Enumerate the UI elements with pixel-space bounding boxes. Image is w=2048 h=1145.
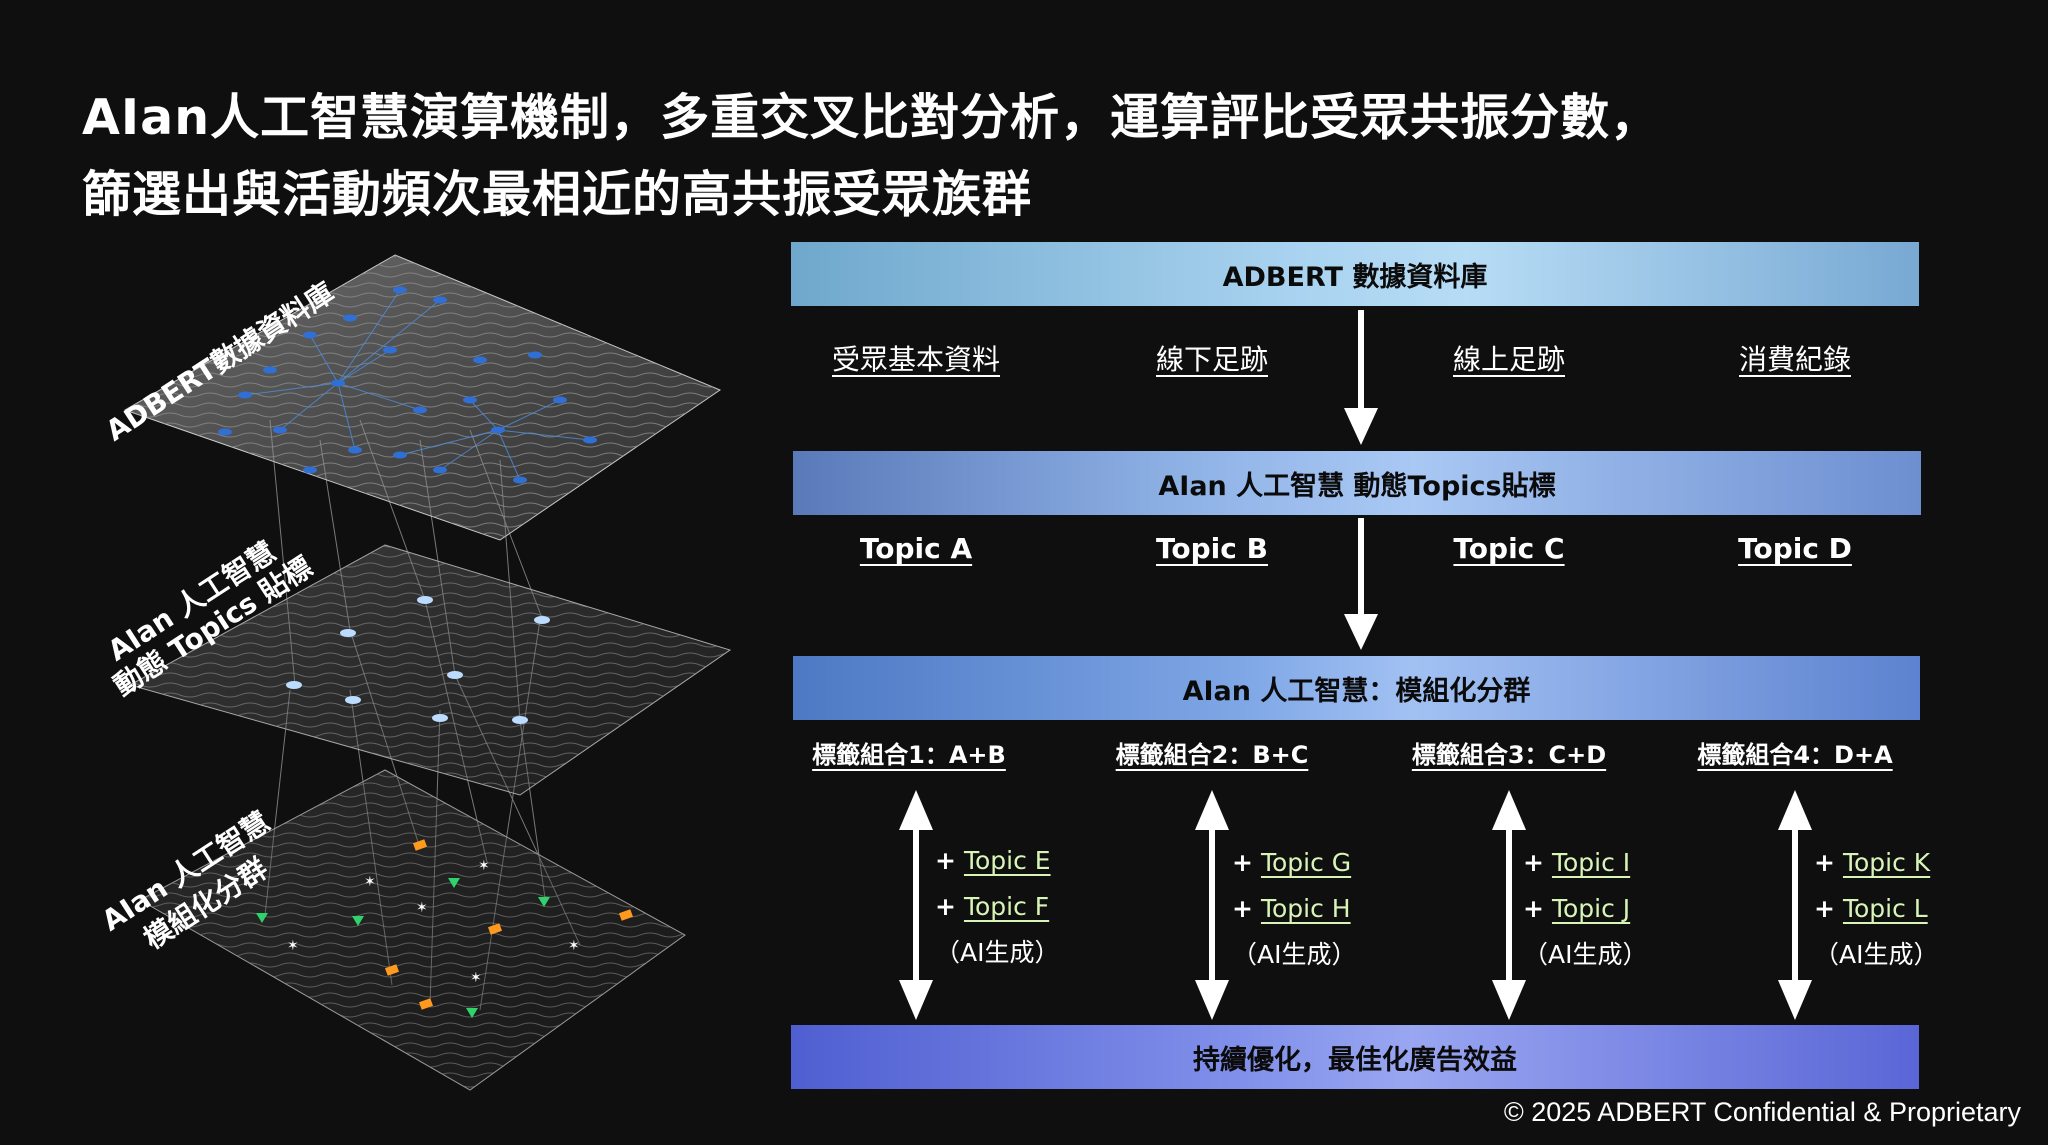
svg-text:✶: ✶	[287, 938, 299, 954]
plus-sign: +	[1523, 894, 1544, 923]
optimization-band: 持續優化，最佳化廣告效益	[791, 1025, 1919, 1089]
ai-generated-note: （AI生成）	[935, 938, 1060, 967]
combo-1-generated-topics: +Topic E +Topic F （AI生成）	[935, 838, 1059, 976]
plus-sign: +	[935, 846, 956, 875]
plus-sign: +	[1232, 894, 1253, 923]
topic-k-label: Topic K	[1842, 848, 1931, 877]
plus-sign: +	[1523, 848, 1544, 877]
combo-4-generated-topics: +Topic K +Topic L （AI生成）	[1814, 840, 1938, 978]
topics-tagging-band: AIan 人工智慧 動態Topics貼標	[793, 451, 1921, 515]
bidirectional-arrow-4	[1778, 790, 1812, 1020]
topic-i-label: Topic I	[1551, 848, 1631, 877]
cluster-markers: ✶ ✶ ✶ ✶ ✶ ✶	[256, 839, 634, 1018]
data-source-offline: 線下足跡	[1155, 343, 1269, 376]
data-source-demographics: 受眾基本資料	[831, 343, 1001, 376]
topic-l-label: Topic L	[1842, 894, 1928, 923]
combo-3-label: 標籤組合3：C+D	[1411, 741, 1607, 769]
topic-a-label: Topic A	[859, 532, 973, 565]
combo-2-label: 標籤組合2：B+C	[1115, 741, 1309, 769]
plus-sign: +	[935, 892, 956, 921]
topic-j-label: Topic J	[1551, 894, 1631, 923]
svg-text:✶: ✶	[568, 938, 580, 954]
topic-g-label: Topic G	[1260, 848, 1352, 877]
ai-generated-note: （AI生成）	[1523, 940, 1648, 969]
bidirectional-arrow-2	[1195, 790, 1229, 1020]
combo-1-label: 標籤組合1：A+B	[812, 741, 1006, 769]
copyright-footer: © 2025 ADBERT Confidential & Proprietary	[1503, 1097, 2021, 1127]
svg-text:✶: ✶	[416, 900, 428, 916]
svg-text:✶: ✶	[470, 970, 482, 986]
svg-text:✶: ✶	[478, 858, 490, 874]
topic-f-label: Topic F	[963, 892, 1050, 921]
topic-e-label: Topic E	[963, 846, 1051, 875]
topic-b-label: Topic B	[1156, 532, 1268, 565]
topic-d-label: Topic D	[1738, 532, 1852, 565]
topic-h-label: Topic H	[1260, 894, 1351, 923]
clustering-band: AIan 人工智慧：模組化分群	[793, 656, 1920, 720]
page-title-line-1: AIan人工智慧演算機制，多重交叉比對分析，運算評比受眾共振分數，	[82, 89, 1661, 146]
database-node-links	[244, 289, 591, 481]
combo-4-label: 標籤組合4：D+A	[1697, 741, 1893, 769]
plus-sign: +	[1814, 848, 1835, 877]
data-source-online: 線上足跡	[1452, 343, 1566, 376]
page-title-line-2: 篩選出與活動頻次最相近的高共振受眾族群	[82, 166, 1033, 223]
data-source-purchases: 消費紀錄	[1738, 343, 1852, 376]
topic-nodes	[286, 596, 550, 724]
ai-generated-note: （AI生成）	[1232, 940, 1357, 969]
combo-3-generated-topics: +Topic I +Topic J （AI生成）	[1523, 840, 1647, 978]
topic-c-label: Topic C	[1453, 532, 1565, 565]
combo-2-generated-topics: +Topic G +Topic H （AI生成）	[1232, 840, 1356, 978]
bidirectional-arrow-1	[899, 790, 933, 1020]
bidirectional-arrow-3	[1492, 790, 1526, 1020]
database-band: ADBERT 數據資料庫	[791, 242, 1919, 306]
ai-generated-note: （AI生成）	[1814, 940, 1939, 969]
plus-sign: +	[1232, 848, 1253, 877]
plus-sign: +	[1814, 894, 1835, 923]
svg-text:✶: ✶	[364, 874, 376, 890]
database-nodes	[218, 286, 597, 484]
layered-data-illustration: ✶ ✶ ✶ ✶ ✶ ✶	[123, 254, 732, 1091]
